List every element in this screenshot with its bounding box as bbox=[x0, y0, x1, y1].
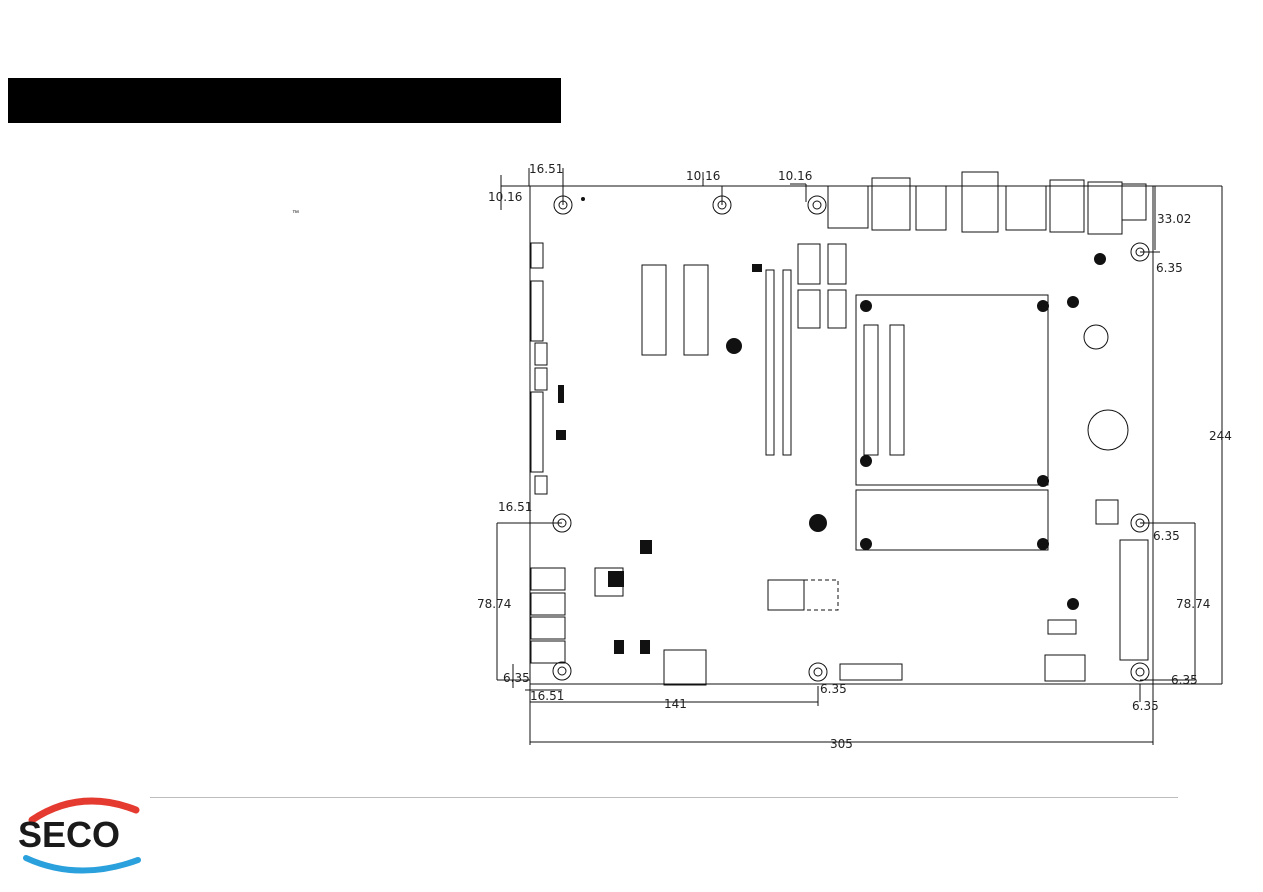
section-header-bar bbox=[8, 78, 561, 123]
pin-header bbox=[530, 242, 544, 269]
pcie-slot bbox=[765, 269, 775, 456]
dim-label: 6.35 bbox=[1156, 261, 1183, 275]
dim-label: 33.02 bbox=[1157, 212, 1191, 226]
dim-label: 6.35 bbox=[503, 671, 530, 685]
mounting-hole bbox=[807, 195, 827, 215]
mounting-hole bbox=[808, 662, 828, 682]
dim-label: 10.16 bbox=[686, 169, 720, 183]
dim-label: 10.16 bbox=[778, 169, 812, 183]
io-connector bbox=[827, 185, 869, 229]
connector-block bbox=[641, 264, 667, 356]
audio-stack bbox=[530, 567, 566, 591]
power-connector bbox=[1119, 539, 1149, 661]
dim-label: 78.74 bbox=[477, 597, 511, 611]
board-dimension-drawing: 16.51 10.16 10.16 10.16 33.02 6.35 244 1… bbox=[477, 162, 1232, 751]
dim-label: 16.51 bbox=[498, 500, 532, 514]
dim-label: 16.51 bbox=[530, 689, 564, 703]
mounting-hole bbox=[553, 195, 573, 215]
trademark-symbol: ™ bbox=[292, 210, 299, 217]
dim-label: 6.35 bbox=[1153, 529, 1180, 543]
seco-logo: SECO bbox=[18, 797, 141, 874]
dim-label: 244 bbox=[1209, 429, 1232, 443]
logo-text: SECO bbox=[18, 814, 120, 855]
mounting-hole bbox=[1130, 513, 1150, 533]
sodimm-slot bbox=[863, 324, 879, 456]
mounting-hole bbox=[1130, 242, 1150, 262]
dim-label: 10.16 bbox=[488, 190, 522, 204]
footer-divider bbox=[150, 797, 1178, 798]
dim-label: 16.51 bbox=[529, 162, 563, 176]
dim-label: 6.35 bbox=[820, 682, 847, 696]
mounting-hole bbox=[1130, 662, 1150, 682]
mounting-hole bbox=[712, 195, 732, 215]
dim-label: 6.35 bbox=[1171, 673, 1198, 687]
board-outline bbox=[529, 185, 1154, 685]
dim-label: 6.35 bbox=[1132, 699, 1159, 713]
cpu-module-area bbox=[855, 294, 1049, 486]
mounting-hole bbox=[552, 661, 572, 681]
dim-label: 141 bbox=[664, 697, 687, 711]
dim-label: 305 bbox=[830, 737, 853, 751]
mounting-hole bbox=[552, 513, 572, 533]
dim-label: 78.74 bbox=[1176, 597, 1210, 611]
